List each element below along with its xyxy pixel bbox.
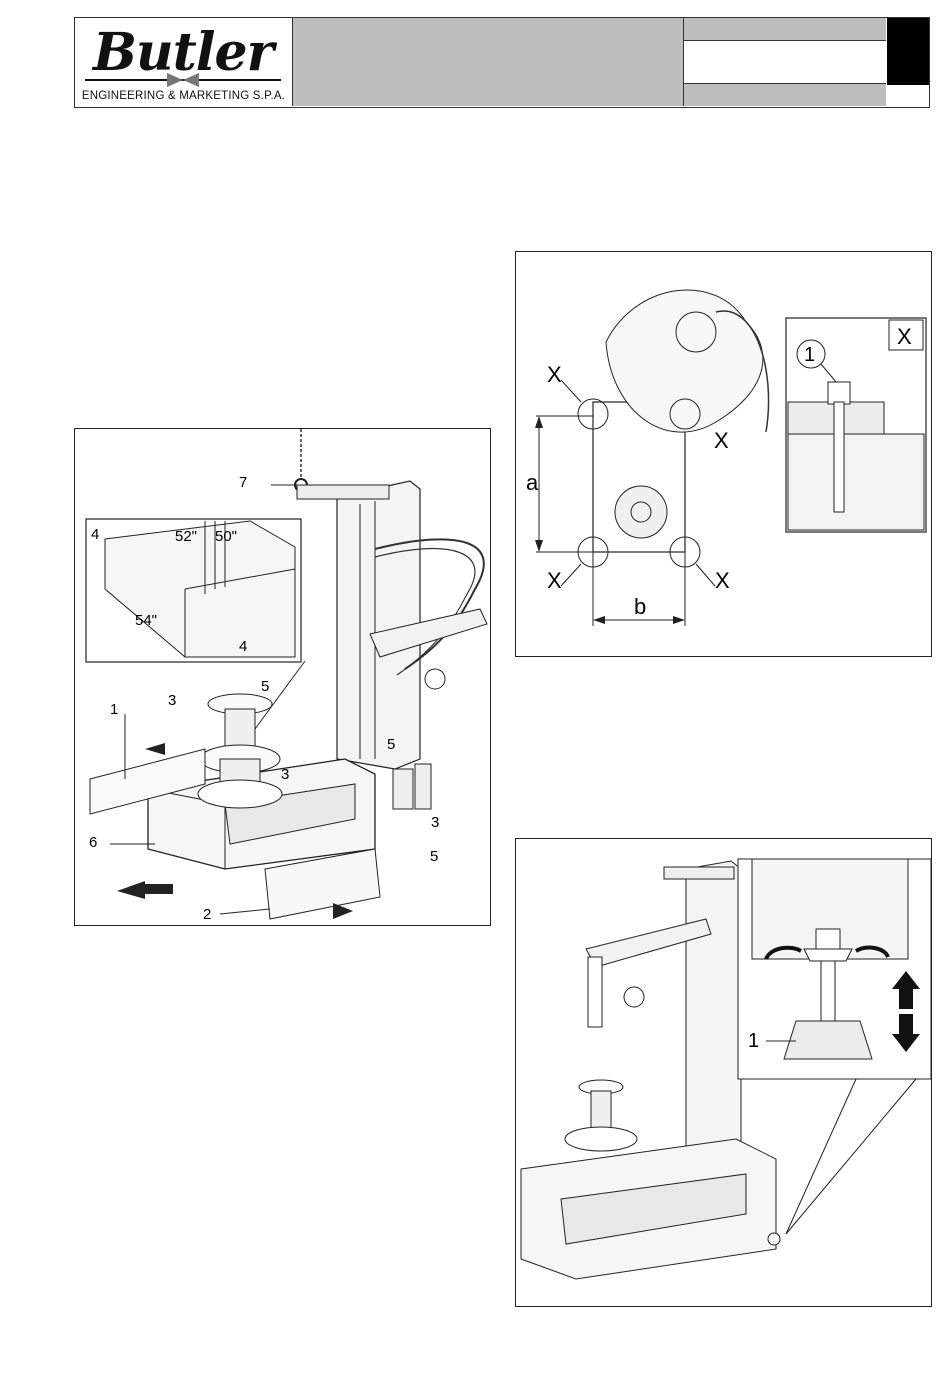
callout-3a: 3 [168, 692, 176, 709]
anchoring-drawing: X X X X a b X 1 [516, 252, 931, 656]
brand-tagline: ENGINEERING & MARKETING S.P.A. [77, 90, 290, 102]
callout-4a: 4 [91, 526, 99, 543]
detail-x-label: X [897, 324, 912, 349]
section-tab [887, 18, 929, 85]
assembly-drawing: 1 2 3 3 3 4 4 5 5 5 6 7 52" 50" 54" [75, 429, 490, 925]
callout-4b: 4 [239, 638, 247, 655]
x-marker-br: X [715, 568, 730, 593]
callout-2: 2 [203, 906, 211, 923]
header-title-cell [293, 18, 683, 106]
callout-5c: 5 [430, 848, 438, 865]
anchoring-figure: X X X X a b X 1 [515, 251, 932, 657]
inset-label-54: 54" [135, 612, 157, 629]
logo-block: Butler ENGINEERING & MARKETING S.P.A. [75, 18, 293, 106]
callout-1: 1 [110, 701, 118, 718]
assembly-figure: 1 2 3 3 3 4 4 5 5 5 6 7 52" 50" 54" [74, 428, 491, 926]
x-marker-bl: X [547, 568, 562, 593]
x-marker-tl: X [547, 362, 562, 387]
callout-7: 7 [239, 474, 247, 491]
callout-3b: 3 [281, 766, 289, 783]
header-divider [683, 18, 684, 106]
x-marker-tr: X [714, 428, 729, 453]
page-header: Butler ENGINEERING & MARKETING S.P.A. [74, 17, 930, 108]
callout-3c: 3 [431, 814, 439, 831]
callout-6: 6 [89, 834, 97, 851]
inset-label-52: 52" [175, 528, 197, 545]
dimension-a: a [526, 470, 539, 495]
levelling-figure: 1 [515, 838, 932, 1307]
dimension-b: b [634, 594, 646, 619]
callout-5a: 5 [261, 678, 269, 695]
callout-5b: 5 [387, 736, 395, 753]
levelling-callout-1: 1 [748, 1030, 759, 1052]
header-code-box [684, 40, 886, 84]
levelling-drawing: 1 [516, 839, 931, 1306]
detail-callout-1: 1 [804, 344, 815, 366]
logo-bowtie-icon [81, 73, 285, 87]
inset-label-50: 50" [215, 528, 237, 545]
